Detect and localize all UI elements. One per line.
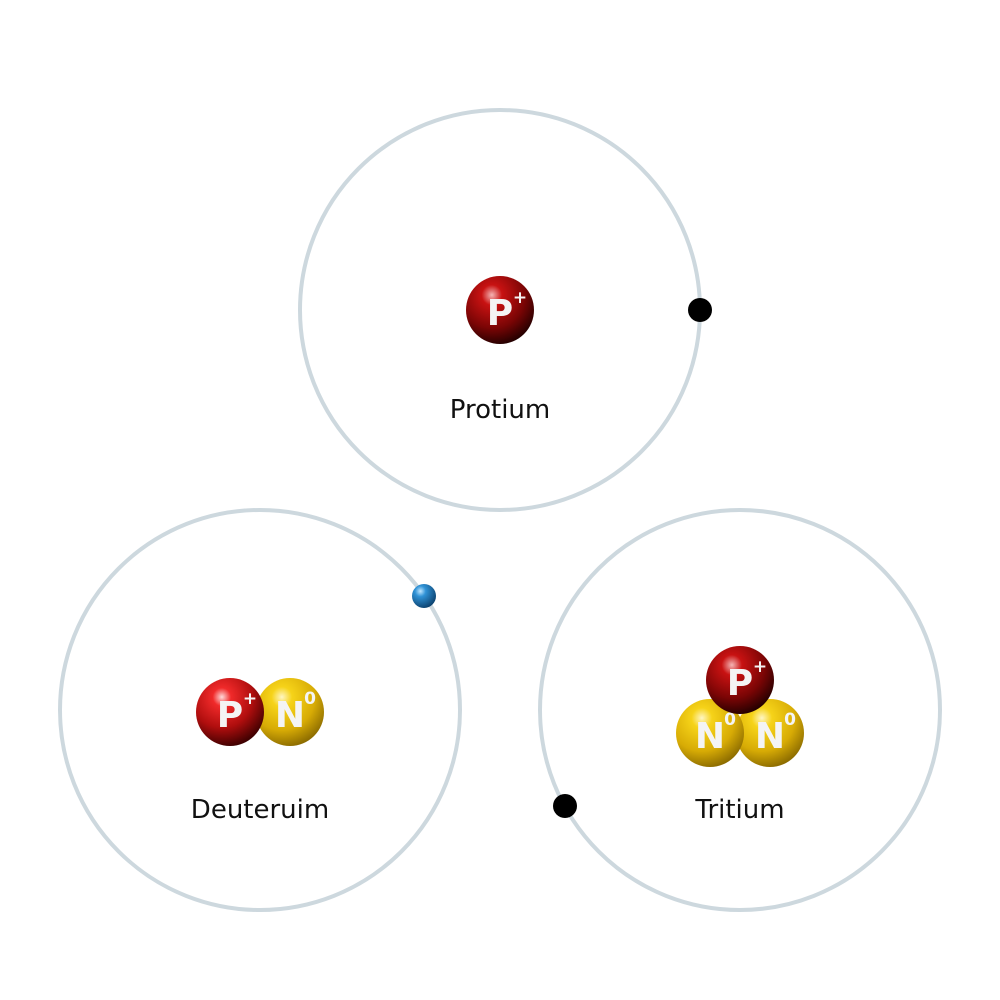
atom-label-protium: Protium — [450, 395, 550, 425]
neutron-charge: 0 — [724, 710, 736, 730]
neutron-letter: N — [695, 716, 725, 757]
neutron-charge: 0 — [304, 689, 316, 709]
proton-charge: + — [243, 689, 257, 709]
neutron-letter: N — [275, 695, 305, 736]
electron — [412, 584, 436, 608]
atom-label-tritium: Tritium — [694, 795, 784, 825]
proton: P + — [706, 646, 774, 714]
electron — [553, 794, 577, 818]
neutron: N 0 — [256, 678, 324, 746]
neutron: N 0 — [676, 699, 744, 767]
proton-letter: P — [217, 695, 243, 736]
proton-charge: + — [753, 657, 767, 677]
atom-tritium: N 0 N 0 P + Tritium — [538, 508, 942, 912]
neutron-charge: 0 — [784, 710, 796, 730]
neutron-letter: N — [755, 716, 785, 757]
orbit-ring — [538, 508, 942, 912]
proton-charge: + — [513, 288, 527, 308]
proton-letter: P — [727, 663, 753, 704]
atom-protium: P + Protium — [298, 108, 712, 512]
neutron: N 0 — [736, 699, 804, 767]
proton: P + — [466, 276, 534, 344]
orbit-ring — [58, 508, 462, 912]
atom-deuterium: N 0 P + Deuteruim — [58, 508, 462, 912]
proton: P + — [196, 678, 264, 746]
atom-label-deuterium: Deuteruim — [191, 795, 329, 825]
proton-letter: P — [487, 293, 513, 334]
electron — [688, 298, 712, 322]
